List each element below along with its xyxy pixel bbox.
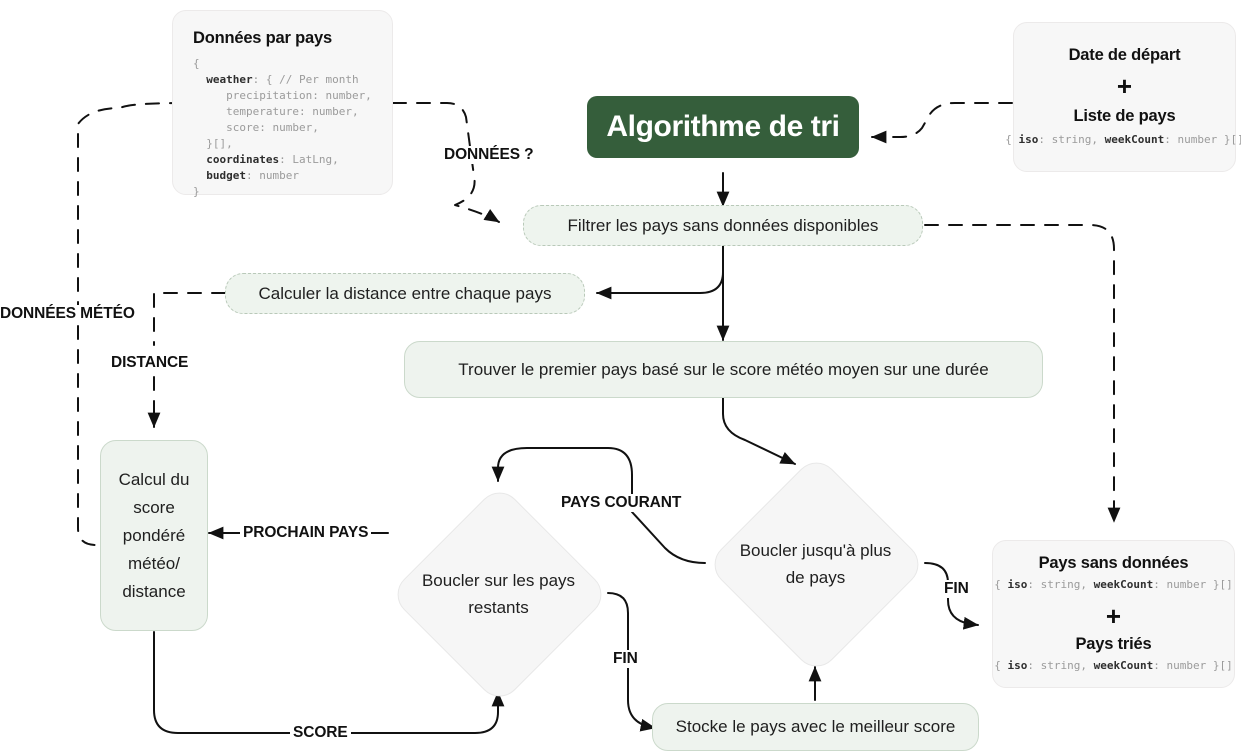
start-input-card: Date de départ + Liste de pays { iso: st… xyxy=(1005,22,1241,172)
first-country-node: Trouver le premier pays basé sur le scor… xyxy=(404,341,1043,398)
country-list-label: Liste de pays xyxy=(1073,107,1176,125)
loop-remaining-diamond: Boucler sur les pays restants xyxy=(388,483,611,706)
score-calc-node: Calcul du score pondéré météo/ distance xyxy=(100,440,208,631)
output-card: Pays sans données { iso: string, weekCou… xyxy=(992,540,1235,688)
edge-label-pays-courant: PAYS COURANT xyxy=(558,494,685,512)
edge-start-to-algorithm xyxy=(871,102,1013,144)
loop-remaining-label: Boucler sur les pays restants xyxy=(421,570,576,617)
code-line-8: } xyxy=(193,185,200,198)
distance-node: Calculer la distance entre chaque pays xyxy=(225,273,585,314)
first-country-label: Trouver le premier pays basé sur le scor… xyxy=(458,359,989,379)
plus-sign-input: + xyxy=(1116,71,1133,101)
country-data-title: Données par pays xyxy=(193,29,332,47)
code-line-1: weather: { // Per month xyxy=(193,73,359,86)
code-line-5: }[], xyxy=(193,137,233,150)
country-data-code: { weather: { // Per month precipitation:… xyxy=(193,56,372,200)
edge-label-fin-left: FIN xyxy=(610,650,641,668)
edge-label-donnees-question: DONNÉES ? xyxy=(441,146,537,164)
score-calc-label: Calcul du score pondéré météo/ distance xyxy=(118,469,190,601)
code-line-0: { xyxy=(193,57,200,70)
edge-label-prochain-pays: PROCHAIN PAYS xyxy=(240,524,372,542)
edge-label-donnees-meteo: DONNÉES MÉTÉO xyxy=(0,305,138,323)
code-line-3: temperature: number, xyxy=(193,105,359,118)
filter-label: Filtrer les pays sans données disponible… xyxy=(567,215,879,235)
algorithm-label: Algorithme de tri xyxy=(606,110,840,143)
output-no-data-label: Pays sans données xyxy=(1038,554,1189,572)
edge-label-score: SCORE xyxy=(290,724,351,742)
output-no-data-type: { iso: string, weekCount: number }[] xyxy=(994,578,1233,591)
code-line-6: coordinates: LatLng, xyxy=(193,153,339,166)
edge-label-distance: DISTANCE xyxy=(108,354,192,372)
code-line-7: budget: number xyxy=(193,169,299,182)
country-data-card: Données par pays { weather: { // Per mon… xyxy=(172,10,393,198)
country-list-type: { iso: string, weekCount: number }[] xyxy=(1005,133,1241,146)
edge-label-fin-right: FIN xyxy=(941,580,972,598)
edge-distance-to-score-dashed xyxy=(153,292,226,346)
code-line-4: score: number, xyxy=(193,121,319,134)
store-best-node: Stocke le pays avec le meilleur score xyxy=(652,703,979,751)
edge-first-country-to-loop xyxy=(722,397,796,465)
output-sorted-label: Pays triés xyxy=(1075,635,1152,653)
plus-sign-output: + xyxy=(1105,601,1122,631)
loop-until-empty-diamond: Boucler jusqu'à plus de pays xyxy=(705,453,928,676)
filter-node: Filtrer les pays sans données disponible… xyxy=(523,205,923,246)
code-line-2: precipitation: number, xyxy=(193,89,372,102)
store-best-label: Stocke le pays avec le meilleur score xyxy=(675,717,956,736)
loop-until-empty-label: Boucler jusqu'à plus de pays xyxy=(739,540,892,587)
start-date-label: Date de départ xyxy=(1068,46,1181,64)
distance-label: Calculer la distance entre chaque pays xyxy=(258,283,552,303)
edge-filter-to-distance xyxy=(596,244,724,300)
algorithm-node: Algorithme de tri xyxy=(587,96,859,158)
output-sorted-type: { iso: string, weekCount: number }[] xyxy=(994,659,1233,672)
